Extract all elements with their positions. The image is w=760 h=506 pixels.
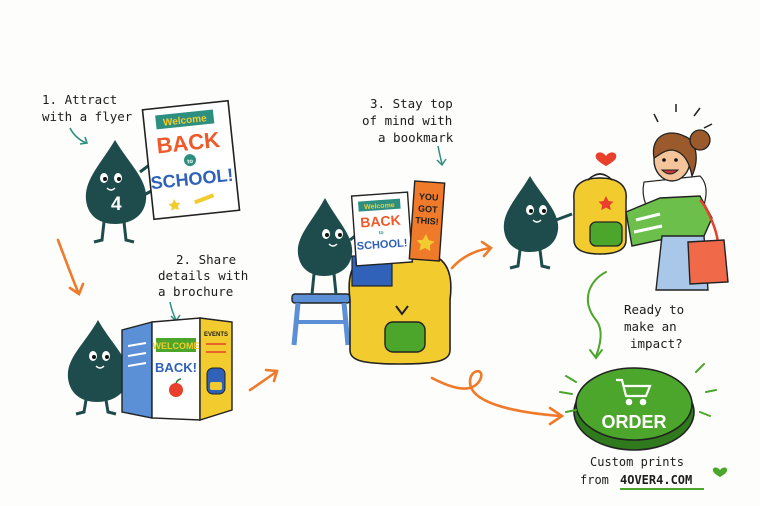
step-2-line-2: details with <box>158 268 248 283</box>
bookmark: YOU GOT THIS! <box>408 180 446 262</box>
mascot-4 <box>503 176 573 270</box>
handoff-backpack <box>573 173 627 255</box>
bookmark-line-3: THIS! <box>415 215 439 227</box>
mini-backpack-icon <box>206 367 226 395</box>
brochure-side: EVENTS <box>204 332 228 338</box>
step-3-line-1: 3. Stay top <box>370 96 453 111</box>
small-flyer-line-2: SCHOOL! <box>356 237 407 253</box>
step-2-line-1: 2. Share <box>176 252 236 267</box>
flow-arrow-2 <box>248 370 278 392</box>
flow-arrow-1 <box>56 238 80 294</box>
mascot-1: 4 <box>85 140 158 244</box>
cta-line-1: Ready to <box>624 302 684 317</box>
cta-caption: Ready to make an impact? <box>624 302 684 351</box>
stool <box>291 293 351 346</box>
order-button-label: ORDER <box>601 412 666 432</box>
step-3-caption: 3. Stay top of mind with a bookmark <box>362 96 454 145</box>
mascot-2 <box>67 320 136 416</box>
flyer: Welcome BACK to SCHOOL! <box>141 99 241 221</box>
yellow-backpack <box>348 249 452 365</box>
brochure-banner: WELCOME <box>153 341 200 351</box>
small-flyer-banner: Welcome <box>364 202 395 211</box>
cta-connector <box>586 271 607 357</box>
cta-line-2: make an <box>624 319 677 334</box>
step-1-pointer-arrow <box>69 127 87 144</box>
mascot-3 <box>297 198 361 295</box>
footer-brand: 4OVER4.COM <box>620 473 692 487</box>
apple-icon <box>169 383 183 397</box>
flow-arrow-4 <box>430 369 562 418</box>
heart-icon <box>712 467 728 477</box>
flyer-to: to <box>187 159 194 166</box>
step-3-line-3: a bookmark <box>378 130 454 145</box>
step-1-line-2: with a flyer <box>42 109 133 124</box>
step-2-caption: 2. Share details with a brochure <box>158 252 248 299</box>
star-icon <box>598 196 614 211</box>
footer-caption: Custom prints from 4OVER4.COM <box>580 455 704 490</box>
step-2-line-3: a brochure <box>158 284 233 299</box>
bookmark-line-1: YOU <box>419 191 439 202</box>
star-icon <box>416 233 435 252</box>
cta-line-3: impact? <box>630 336 683 351</box>
brochure-line: BACK! <box>155 360 197 375</box>
mascot-number: 4 <box>111 194 122 215</box>
heart-icon <box>595 152 617 166</box>
footer-prefix: from <box>580 473 609 487</box>
smiling-person <box>625 104 729 291</box>
small-flyer-to: to <box>379 230 384 236</box>
brochure: WELCOME BACK! EVENTS <box>121 317 233 421</box>
step-3-line-2: of mind with <box>362 113 452 128</box>
flyer-banner: Welcome <box>163 113 208 129</box>
star-icon <box>168 198 181 211</box>
small-flyer-line-1: BACK <box>360 212 401 231</box>
small-flyer: Welcome BACK to SCHOOL! <box>350 191 414 267</box>
cart-icon <box>616 378 652 406</box>
step-1-line-1: 1. Attract <box>42 92 117 107</box>
flow-arrow-3 <box>450 246 492 270</box>
footer-line-1: Custom prints <box>590 455 684 469</box>
step-1-caption: 1. Attract with a flyer <box>42 92 133 124</box>
bookmark-line-2: GOT <box>418 203 439 214</box>
order-button[interactable]: ORDER <box>559 363 717 451</box>
